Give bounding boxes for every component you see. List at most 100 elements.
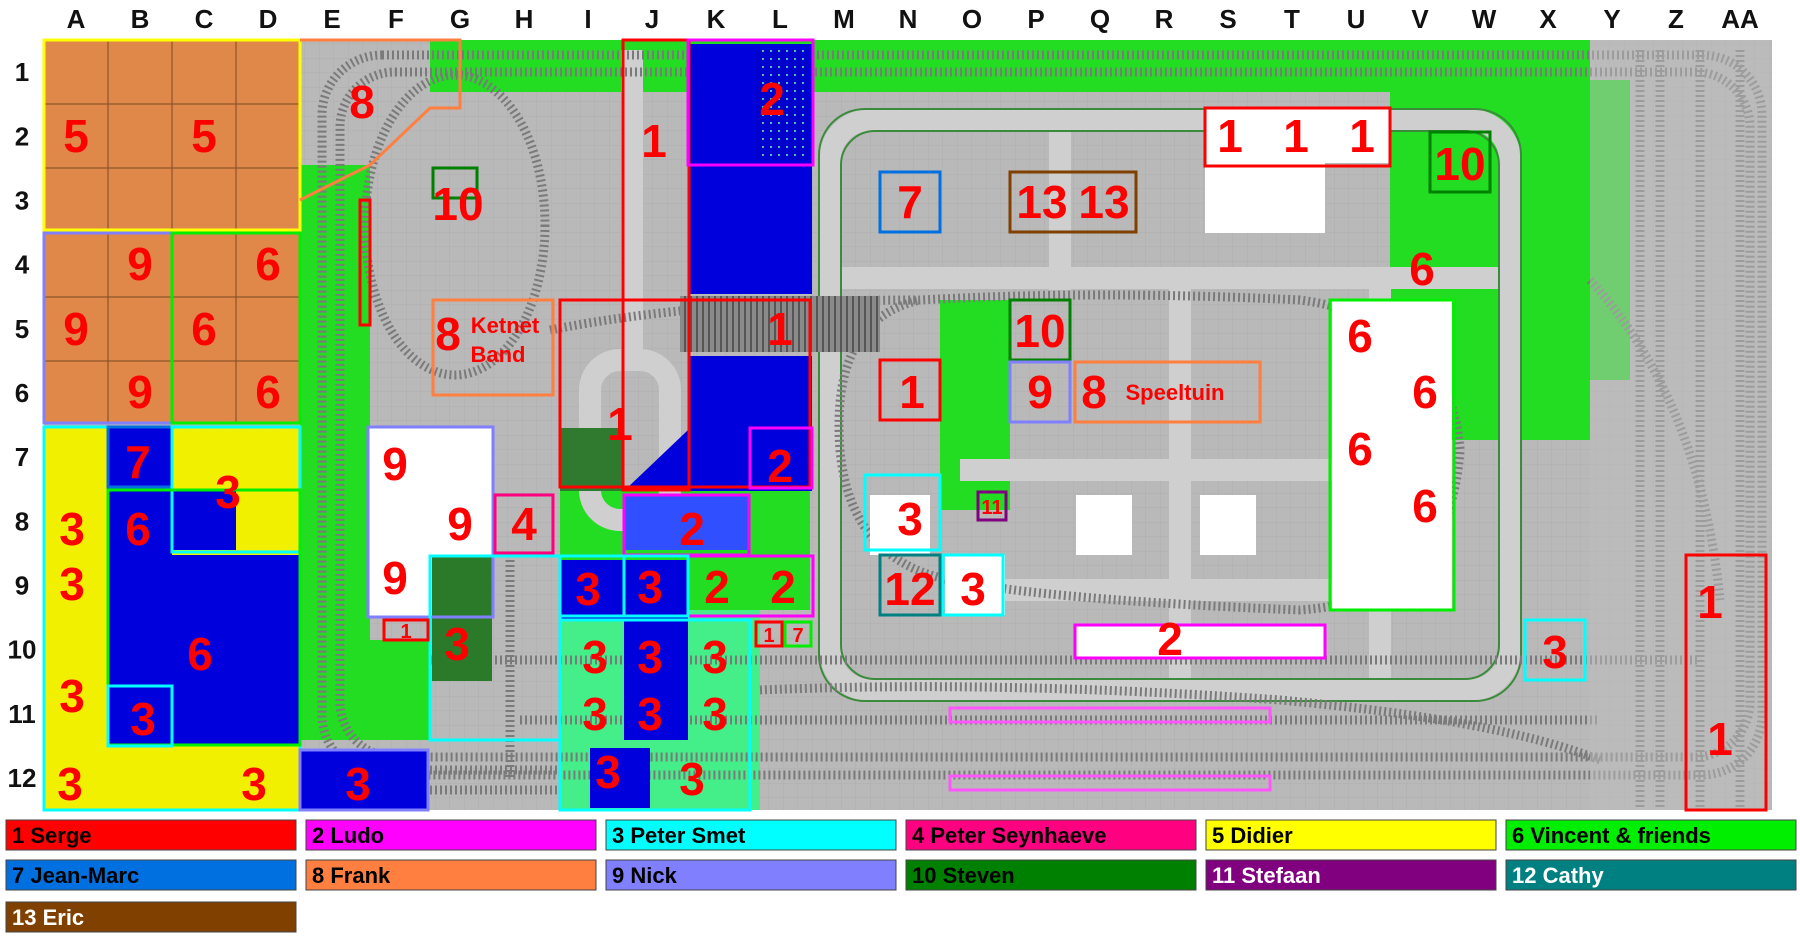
plot-labels: 5 5 9 9 9 6 6 6 8 10 1 2 8 Ketnet Band 1… bbox=[57, 73, 1733, 810]
legend-label: 10 Steven bbox=[912, 863, 1015, 888]
plot-label: 2 bbox=[759, 73, 785, 125]
legend-label: 8 Frank bbox=[312, 863, 391, 888]
legend-item: 12 Cathy bbox=[1505, 859, 1797, 891]
plot-label: 9 bbox=[1027, 366, 1053, 418]
row-label: 9 bbox=[15, 570, 29, 600]
legend-label: 12 Cathy bbox=[1512, 863, 1604, 888]
plot-label: 3 bbox=[595, 746, 621, 798]
column-label: B bbox=[131, 4, 150, 34]
legend-label: 1 Serge bbox=[12, 823, 92, 848]
legend-label: 4 Peter Seynhaeve bbox=[912, 823, 1106, 848]
column-label: R bbox=[1155, 4, 1174, 34]
plot-label: 3 bbox=[702, 631, 728, 683]
row-label: 1 bbox=[15, 57, 29, 87]
column-label: S bbox=[1219, 4, 1236, 34]
column-label: C bbox=[195, 4, 214, 34]
plot-label: 6 bbox=[255, 238, 281, 290]
plot-label: 8 bbox=[1081, 366, 1107, 418]
plot-label: 1 bbox=[607, 398, 633, 450]
plot-label: 3 bbox=[345, 758, 371, 810]
column-label: Z bbox=[1668, 4, 1684, 34]
plot-label: 8 bbox=[349, 76, 375, 128]
plot-label: 7 bbox=[125, 436, 151, 488]
plot-label: 7 bbox=[792, 625, 803, 647]
plot-label: 3 bbox=[130, 693, 156, 745]
plot-label: 6 bbox=[1409, 243, 1435, 295]
legend-label: 5 Didier bbox=[1212, 823, 1293, 848]
legend-swatch bbox=[5, 859, 297, 891]
plot-label: 9 bbox=[382, 552, 408, 604]
plot-label: 9 bbox=[127, 366, 153, 418]
column-label: V bbox=[1411, 4, 1429, 34]
plot-label: 3 bbox=[444, 618, 470, 670]
platform-outline-2 bbox=[948, 774, 1272, 792]
legend-swatch bbox=[1505, 859, 1797, 891]
legend-swatch bbox=[305, 819, 597, 851]
plot-label: 3 bbox=[637, 561, 663, 613]
column-label: E bbox=[323, 4, 340, 34]
legend-swatch bbox=[1505, 819, 1797, 851]
plot-label: 1 bbox=[400, 621, 411, 643]
plot-label: 6 bbox=[191, 303, 217, 355]
column-label: J bbox=[645, 4, 659, 34]
column-label: P bbox=[1027, 4, 1044, 34]
column-label: N bbox=[899, 4, 918, 34]
plot-label: 3 bbox=[59, 558, 85, 610]
row-label: 2 bbox=[15, 121, 29, 151]
column-label: O bbox=[962, 4, 982, 34]
column-label: M bbox=[833, 4, 855, 34]
legend-swatch bbox=[905, 859, 1197, 891]
plot-label: Speeltuin bbox=[1125, 380, 1224, 405]
column-label: D bbox=[259, 4, 278, 34]
legend-swatch bbox=[905, 819, 1197, 851]
plot-label: 3 bbox=[241, 758, 267, 810]
plot-label: 9 bbox=[382, 438, 408, 490]
plot-label: 1 bbox=[899, 366, 925, 418]
plot-label: 1 bbox=[767, 303, 793, 355]
plot-label: 9 bbox=[63, 303, 89, 355]
legend-item: 7 Jean-Marc bbox=[5, 859, 297, 891]
plot-label: 1 bbox=[1283, 110, 1309, 162]
plot-label: 3 bbox=[679, 753, 705, 805]
row-label: 12 bbox=[8, 763, 37, 793]
column-label: Y bbox=[1603, 4, 1620, 34]
row-label: 6 bbox=[15, 378, 29, 408]
plot-label: 6 bbox=[255, 366, 281, 418]
legend-item: 13 Eric bbox=[5, 901, 297, 933]
yard-area bbox=[1590, 40, 1770, 810]
plot-label: 9 bbox=[447, 498, 473, 550]
legend-item: 10 Steven bbox=[905, 859, 1197, 891]
legend-swatch bbox=[1205, 819, 1497, 851]
plot-label: 6 bbox=[1347, 310, 1373, 362]
row-label: 3 bbox=[15, 185, 29, 215]
plot-label: 8 bbox=[435, 308, 461, 360]
legend-item: 5 Didier bbox=[1205, 819, 1497, 851]
plot-label: 3 bbox=[637, 688, 663, 740]
water-area bbox=[560, 44, 812, 550]
station-platform bbox=[680, 296, 880, 352]
plot-label: 1 bbox=[1697, 576, 1723, 628]
plot-label: 10 bbox=[432, 178, 483, 230]
row-label: 8 bbox=[15, 506, 29, 536]
row-label: 10 bbox=[8, 635, 37, 665]
column-label: U bbox=[1347, 4, 1366, 34]
platform-outline-1 bbox=[948, 706, 1272, 724]
plot-label: 2 bbox=[770, 561, 796, 613]
plot-label: 13 bbox=[1016, 176, 1067, 228]
row-label: 7 bbox=[15, 442, 29, 472]
column-label: W bbox=[1472, 4, 1497, 34]
plot-label: 3 bbox=[59, 670, 85, 722]
plot-label: 2 bbox=[679, 503, 705, 555]
white-plots bbox=[368, 108, 1452, 658]
plot-label: 3 bbox=[582, 688, 608, 740]
plot-label: Ketnet bbox=[471, 313, 540, 338]
legend-label: 13 Eric bbox=[12, 905, 84, 930]
legend-swatch bbox=[305, 859, 597, 891]
region-outlines bbox=[42, 38, 1768, 812]
plot-label: 1 bbox=[641, 115, 667, 167]
legend-item: 3 Peter Smet bbox=[605, 819, 897, 851]
legend-item: 6 Vincent & friends bbox=[1505, 819, 1797, 851]
